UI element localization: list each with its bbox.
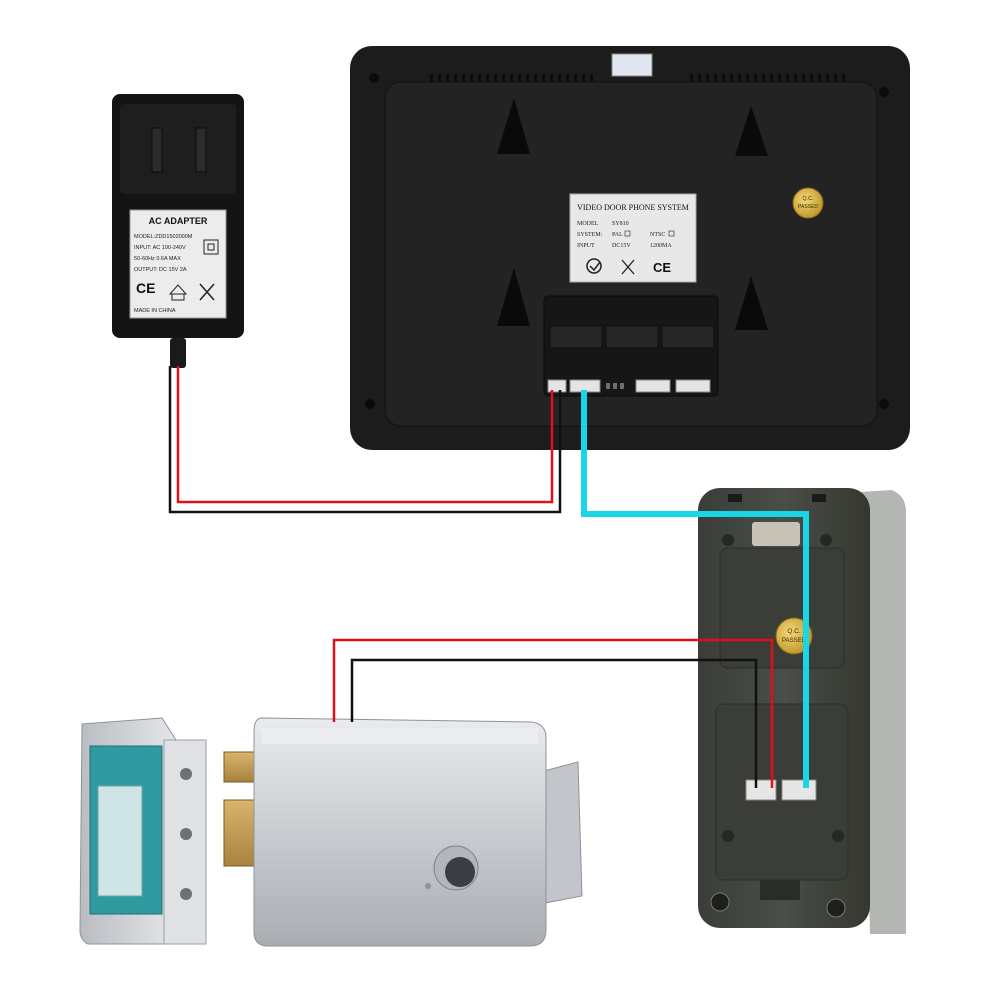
camera-recess-top	[719, 547, 845, 669]
adapter-title: AC ADAPTER	[149, 216, 208, 226]
monitor-model: SY810	[612, 221, 629, 227]
screw-hole	[180, 888, 192, 900]
approval-mark-icon	[586, 258, 602, 274]
outdoor-door-camera: Q.C. PASSED	[698, 488, 906, 934]
weee-bin-icon	[621, 259, 635, 275]
svg-text:PASSED: PASSED	[798, 204, 818, 210]
screw-hole	[832, 830, 844, 842]
svg-text:SYSTEM:: SYSTEM:	[577, 232, 603, 238]
wiring	[168, 366, 809, 788]
screw-hole	[879, 399, 889, 409]
camera-port-2	[635, 379, 671, 393]
serial-sticker	[611, 53, 653, 77]
mounting-screw	[826, 898, 846, 918]
camera-cable-clip	[752, 522, 800, 546]
screw-hole	[820, 534, 832, 546]
adapter-made-in: MADE IN CHINA	[134, 308, 176, 314]
monitor-camera-video-wire	[581, 390, 809, 788]
wall-mount-keyhole	[497, 98, 768, 330]
indoor-monitor: Q.C. PASSED VIDEO DOOR PHONE SYSTEM MODE…	[350, 46, 910, 450]
extension-port	[675, 379, 711, 393]
adapter-cable-strain-relief	[170, 338, 186, 368]
adapter-model: MODEL:ZDD1502000M	[134, 234, 193, 240]
adapter-power-wire	[176, 366, 554, 504]
camera-monitor-port	[781, 779, 817, 801]
screw-hole	[365, 399, 375, 409]
plug-prong-left	[151, 127, 163, 173]
monitor-vent-left	[430, 74, 593, 82]
pal-checkbox	[624, 230, 631, 237]
camera-lock-port	[745, 779, 777, 801]
lock-power-wire	[332, 638, 774, 788]
screw-hole	[180, 828, 192, 840]
strike-opening	[97, 785, 143, 897]
adapter-output: OUTPUT: DC 15V 2A	[134, 267, 187, 273]
indoor-use-icon	[168, 284, 188, 301]
screw-hole	[722, 534, 734, 546]
screw-hole	[180, 768, 192, 780]
svg-text:PAL: PAL	[612, 232, 623, 238]
monitor-vent-right	[690, 74, 845, 82]
svg-text:PASSED: PASSED	[782, 638, 807, 644]
svg-text:MODEL: MODEL	[577, 221, 599, 227]
camera-side-shell	[860, 490, 906, 934]
svg-text:INPUT: INPUT	[577, 243, 595, 249]
mounting-screw	[710, 892, 730, 912]
screw-hole	[722, 830, 734, 842]
qc-passed-sticker	[792, 187, 824, 219]
adapter-ce-mark: CE	[136, 280, 155, 296]
monitor-input: DC15V	[612, 243, 631, 249]
adapter-frequency: 50-60Hz 0.6A MAX	[134, 256, 181, 262]
svg-text:Q.C.: Q.C.	[787, 628, 801, 635]
electric-lock	[223, 717, 583, 947]
double-insulation-icon	[203, 239, 219, 255]
power-port	[547, 379, 567, 393]
screw-hole	[879, 87, 889, 97]
adapter-input: INPUT: AC 100-240V	[134, 245, 186, 251]
monitor-label-title: VIDEO DOOR PHONE SYSTEM	[577, 203, 689, 212]
adapter-ground-wire	[168, 366, 562, 514]
adapter-plug-face	[120, 104, 236, 194]
weee-bin-icon	[199, 283, 215, 301]
monitor-ce-mark: CE	[653, 260, 671, 275]
plug-prong-right	[195, 127, 207, 173]
strike-plate	[79, 717, 207, 945]
adapter-label	[129, 209, 227, 319]
ntsc-checkbox	[668, 230, 675, 237]
screw-hole	[369, 73, 379, 83]
power-adapter: AC ADAPTER MODEL:ZDD1502000M INPUT: AC 1…	[112, 94, 244, 368]
lock-body	[253, 717, 547, 947]
svg-text:Q.C.: Q.C.	[802, 196, 814, 202]
lock-ground-wire	[350, 658, 758, 788]
svg-text:NTSC: NTSC	[650, 232, 665, 238]
monitor-current: 1200MA	[650, 243, 672, 249]
